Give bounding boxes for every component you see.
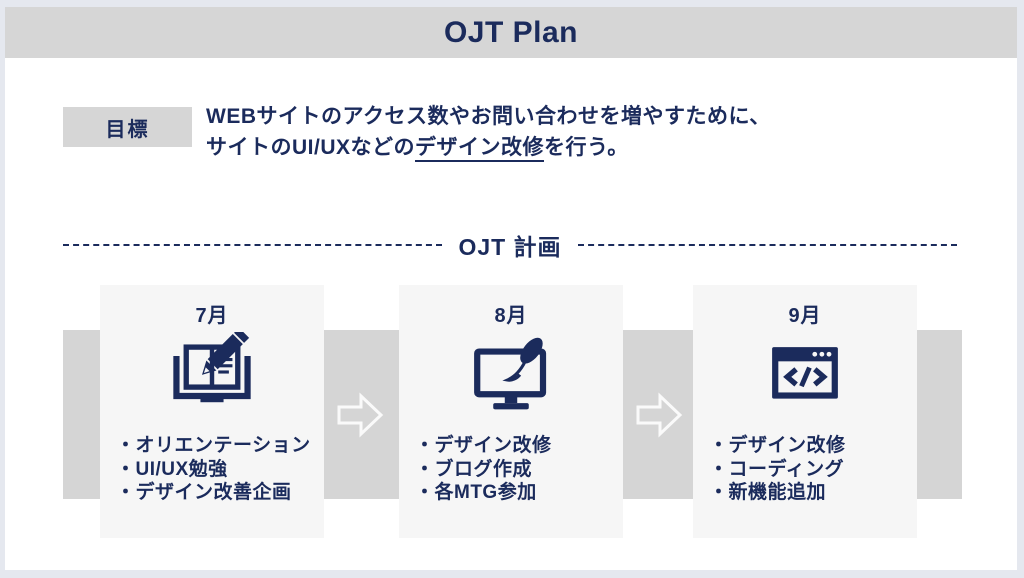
code-window-icon (759, 330, 851, 414)
goal-line-2: サイトのUI/UXなどのデザイン改修を行う。 (206, 132, 771, 163)
task-list: ・デザイン改修 ・ブログ作成 ・各MTG参加 (415, 434, 552, 505)
task-list: ・オリエンテーション ・UI/UX勉強 ・デザイン改善企画 (116, 434, 311, 505)
task-item: ・デザイン改修 (415, 435, 552, 456)
slide: OJT Plan 目標 WEBサイトのアクセス数やお問い合わせを増やすために、 … (5, 7, 1017, 570)
goal-label: 目標 (63, 107, 192, 147)
task-list: ・デザイン改修 ・コーディング ・新機能追加 (709, 434, 846, 505)
goal-line-1: WEBサイトのアクセス数やお問い合わせを増やすために、 (206, 105, 771, 128)
goal-line-2-after: を行う。 (544, 136, 629, 159)
goal-line-2-before: サイトのUI/UXなどの (206, 136, 416, 159)
dashed-line-left (63, 244, 443, 246)
task-item: ・ブログ作成 (415, 458, 533, 480)
month-card-july: 7月 (100, 285, 324, 538)
goal-section: 目標 WEBサイトのアクセス数やお問い合わせを増やすために、 サイトのUI/UX… (63, 99, 771, 163)
book-pencil-icon (166, 330, 258, 414)
goal-line-2-underline: デザイン改修 (415, 136, 545, 162)
task-item: ・各MTG参加 (415, 482, 537, 503)
arrow-right-icon (636, 392, 683, 438)
goal-text: WEBサイトのアクセス数やお問い合わせを増やすために、 サイトのUI/UXなどの… (206, 101, 771, 163)
plan-section-heading: OJT 計画 (63, 229, 957, 261)
task-item: ・新機能追加 (709, 482, 827, 503)
page-title: OJT Plan (443, 15, 579, 49)
arrow-right-icon (337, 392, 384, 438)
month-label: 9月 (788, 305, 822, 327)
month-label: 8月 (494, 305, 528, 327)
task-item: ・オリエンテーション (116, 435, 311, 456)
month-card-august: 8月 ・デザイン改修 ・ブログ作成 ・各MTG参加 (399, 285, 623, 538)
header-bar: OJT Plan (5, 7, 1017, 58)
task-item: ・デザイン改善企画 (116, 482, 292, 503)
monitor-quill-icon (465, 330, 557, 414)
dashed-line-right (577, 244, 957, 246)
task-item: ・コーディング (709, 458, 845, 480)
month-card-september: 9月 ・デザイン改修 ・コーディング ・新機能追加 (693, 285, 917, 538)
plan-section-title: OJT 計画 (458, 234, 562, 260)
month-label: 7月 (195, 305, 229, 327)
task-item: ・UI/UX勉強 (116, 458, 228, 480)
task-item: ・デザイン改修 (709, 435, 846, 456)
